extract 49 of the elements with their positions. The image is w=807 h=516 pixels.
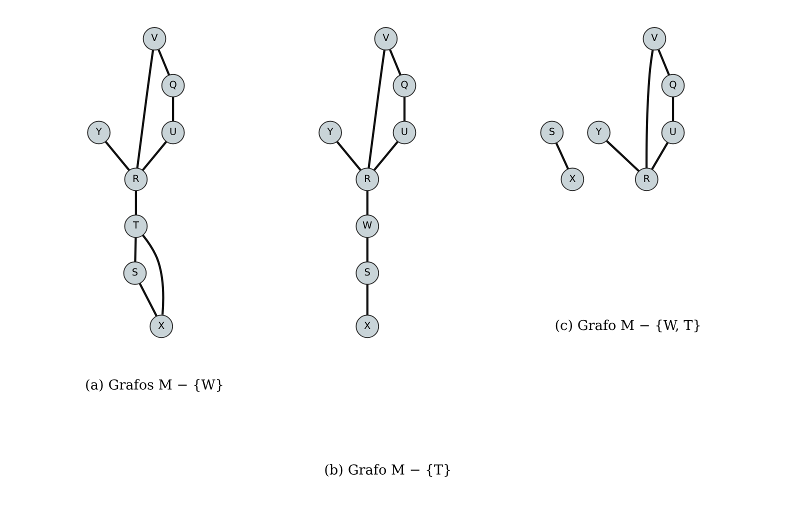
node-circle: R xyxy=(355,168,379,192)
node-circle: X xyxy=(355,314,379,338)
connector xyxy=(157,49,170,76)
node-circle: S xyxy=(355,261,379,285)
connector xyxy=(171,97,174,122)
connector xyxy=(141,141,167,171)
connector xyxy=(671,97,674,122)
node-circle: W xyxy=(355,214,379,238)
connector xyxy=(336,141,361,171)
node-circle: V xyxy=(374,27,398,50)
node-circle: Y xyxy=(586,120,610,144)
label: (c) Grafo M − {W, T} xyxy=(554,318,701,334)
connector xyxy=(650,142,668,170)
connector xyxy=(372,141,398,171)
connector xyxy=(104,141,130,171)
node-circle: Q xyxy=(392,74,416,98)
label: (b) Grafo M − {T} xyxy=(324,462,452,478)
label: (a) Grafos M − {W} xyxy=(84,378,224,394)
node-circle: S xyxy=(122,261,146,285)
node-circle: U xyxy=(392,120,416,144)
connector xyxy=(554,142,569,170)
connector xyxy=(138,283,157,317)
node-circle: U xyxy=(660,120,684,144)
connector xyxy=(366,284,368,316)
connector xyxy=(367,50,386,168)
connector xyxy=(402,97,406,122)
node-circle: Y xyxy=(86,120,110,144)
node-circle: Q xyxy=(160,74,184,98)
connector xyxy=(134,238,136,262)
node-circle: T xyxy=(124,214,148,238)
connector xyxy=(136,50,154,168)
connector xyxy=(657,49,670,76)
connector xyxy=(366,238,368,262)
node-circle: Y xyxy=(318,120,342,144)
node-circle: S xyxy=(540,120,564,144)
connector xyxy=(366,190,368,215)
node-circle: X xyxy=(560,168,584,192)
connector xyxy=(605,140,640,172)
node-circle: X xyxy=(149,314,173,338)
connector xyxy=(388,49,401,76)
node-circle: V xyxy=(142,27,166,50)
node-circle: R xyxy=(634,168,658,192)
connector xyxy=(644,50,654,168)
connector xyxy=(142,234,164,315)
connector xyxy=(134,190,137,215)
node-circle: R xyxy=(124,168,148,192)
node-circle: Q xyxy=(660,74,684,98)
node-circle: U xyxy=(160,120,184,144)
node-circle: V xyxy=(642,27,666,50)
